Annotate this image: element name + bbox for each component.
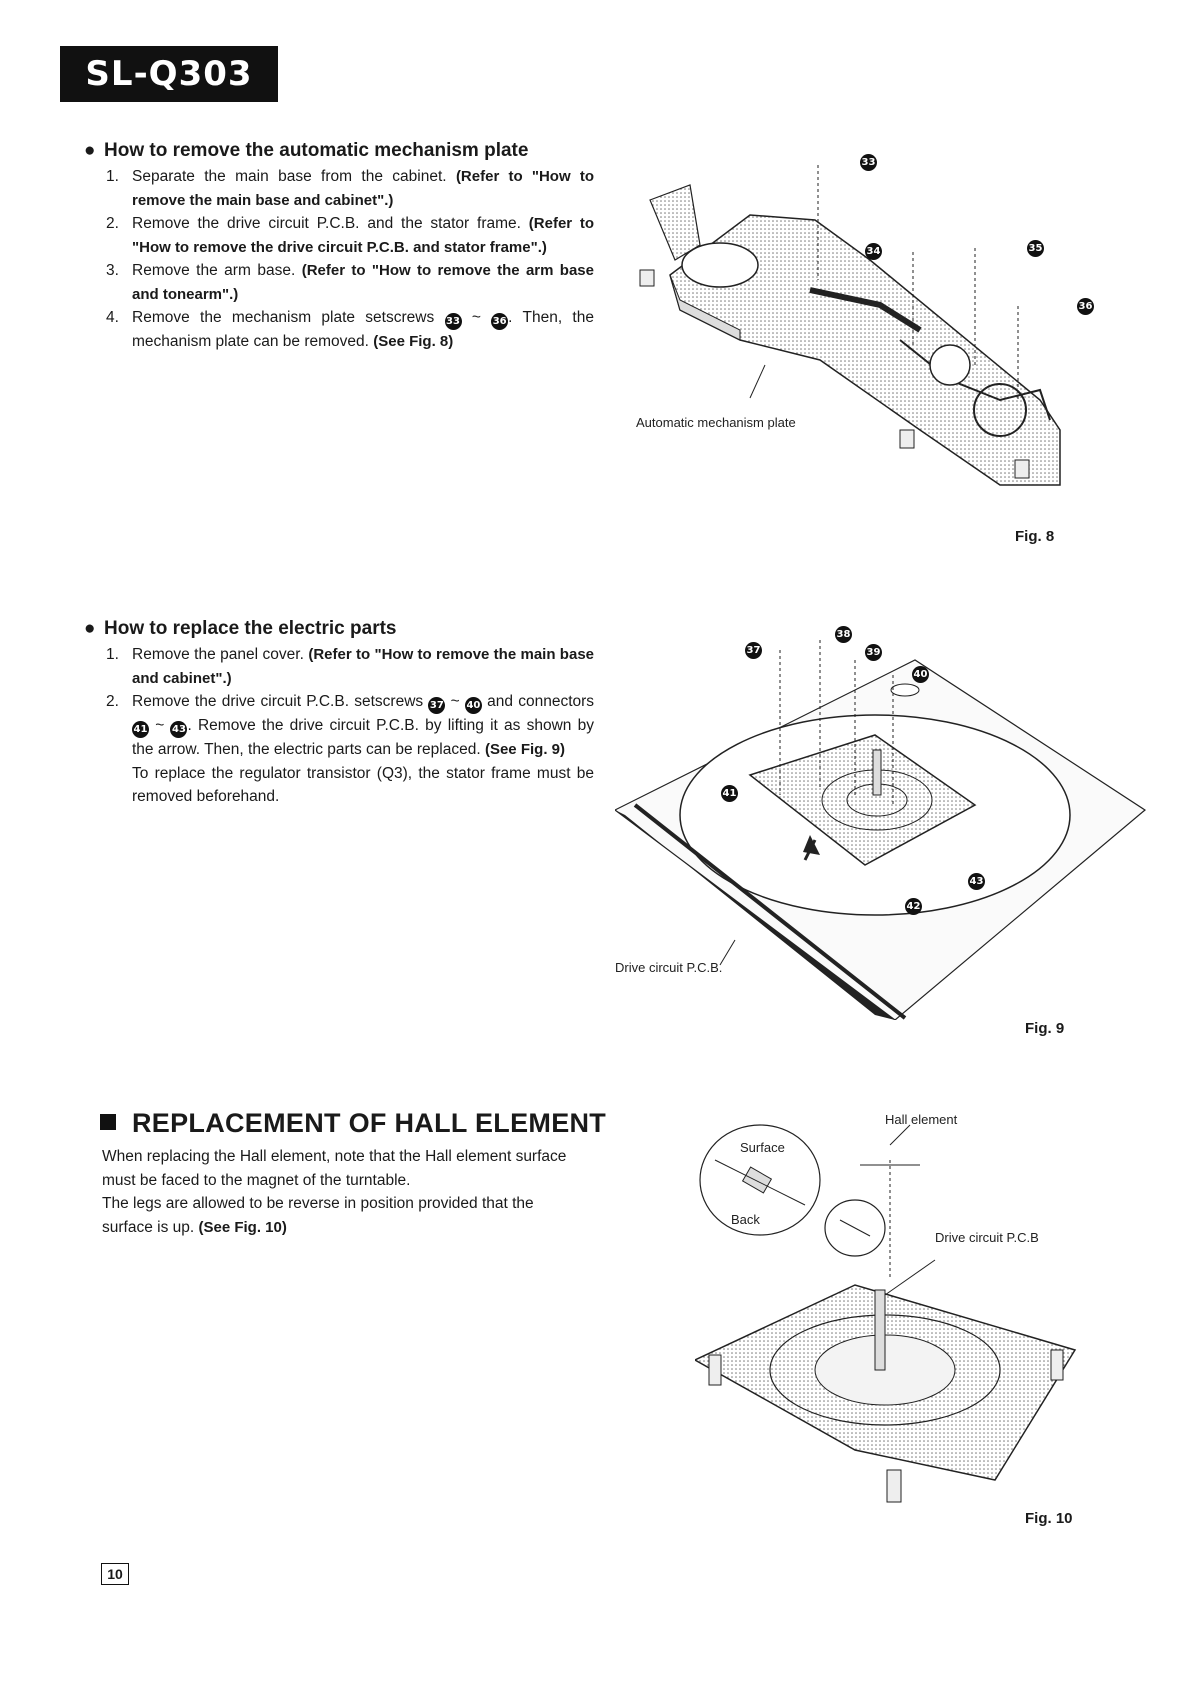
callout-surface: Surface (740, 1140, 785, 1155)
section-replace-electric-parts: ● How to replace the electric parts 1. R… (84, 618, 594, 809)
turntable-pcb-illustration (615, 640, 1147, 1020)
screw-number-badge: 37 (745, 642, 762, 659)
screw-number-badge: 40 (464, 697, 482, 714)
step-item: 2. Remove the drive circuit P.C.B. and t… (106, 215, 595, 256)
screw-number-badge: 33 (860, 154, 877, 171)
callout-automatic-mechanism-plate: Automatic mechanism plate (636, 415, 796, 430)
step-item: 4. Remove the mechanism plate setscrews … (106, 309, 594, 350)
section-title: ● How to remove the automatic mechanism … (84, 140, 529, 161)
bullet-icon: ● (84, 140, 96, 161)
connector-number-badge: 43 (170, 721, 188, 738)
figure-label: Fig. 10 (1025, 1510, 1073, 1527)
screw-number-badge: 33 (444, 313, 462, 330)
hall-element-illustration (695, 1124, 1077, 1503)
model-badge: SL-Q303 (60, 46, 278, 102)
hall-element-paragraph: When replacing the Hall element, note th… (102, 1148, 567, 1236)
screw-number-badge: 36 (1077, 298, 1094, 315)
connector-number-badge: 41 (721, 785, 738, 802)
callout-back: Back (731, 1212, 760, 1227)
screw-number-badge: 39 (865, 644, 882, 661)
callout-drive-circuit-pcb: Drive circuit P.C.B. (615, 960, 723, 975)
mechanism-plate-illustration (639, 165, 1061, 486)
square-bullet-icon (100, 1114, 116, 1130)
connector-number-badge: 41 (132, 721, 149, 738)
figure-label: Fig. 9 (1025, 1020, 1065, 1037)
screw-number-badge: 38 (835, 626, 852, 643)
figure-10: Surface Back Hall element Drive circuit … (695, 1112, 1135, 1527)
connector-number-badge: 42 (905, 898, 922, 915)
connector-number-badge: 43 (968, 873, 985, 890)
figure-8: 33 34 35 36 Automatic mechanism plate Fi… (620, 140, 1150, 545)
bullet-icon: ● (84, 618, 96, 639)
figure-9: 37 38 39 40 41 42 43 Drive circuit P.C.B… (615, 620, 1155, 1037)
screw-number-badge: 35 (1027, 240, 1044, 257)
step-list: 1. Separate the main base from the cabin… (104, 165, 594, 354)
step-item: 2. Remove the drive circuit P.C.B. setsc… (106, 693, 595, 805)
section-title: ● How to replace the electric parts (84, 618, 397, 639)
callout-hall-element: Hall element (885, 1112, 958, 1127)
screw-number-badge: 36 (491, 313, 509, 330)
page-number: 10 (101, 1563, 129, 1585)
screw-number-badge: 40 (912, 666, 929, 683)
figure-label: Fig. 8 (1015, 528, 1055, 545)
step-item: 3. Remove the arm base. (Refer to "How t… (106, 262, 594, 303)
screw-number-badge: 34 (865, 243, 882, 260)
step-item: 1. Separate the main base from the cabin… (106, 168, 594, 209)
heading-replacement-of-hall-element: REPLACEMENT OF HALL ELEMENT (100, 1108, 606, 1139)
section-remove-mechanism-plate: ● How to remove the automatic mechanism … (84, 140, 594, 354)
step-list: 1. Remove the panel cover. (Refer to "Ho… (104, 643, 594, 809)
screw-number-badge: 37 (428, 697, 446, 714)
step-item: 1. Remove the panel cover. (Refer to "Ho… (106, 646, 594, 687)
callout-drive-circuit-pcb: Drive circuit P.C.B (935, 1230, 1039, 1245)
